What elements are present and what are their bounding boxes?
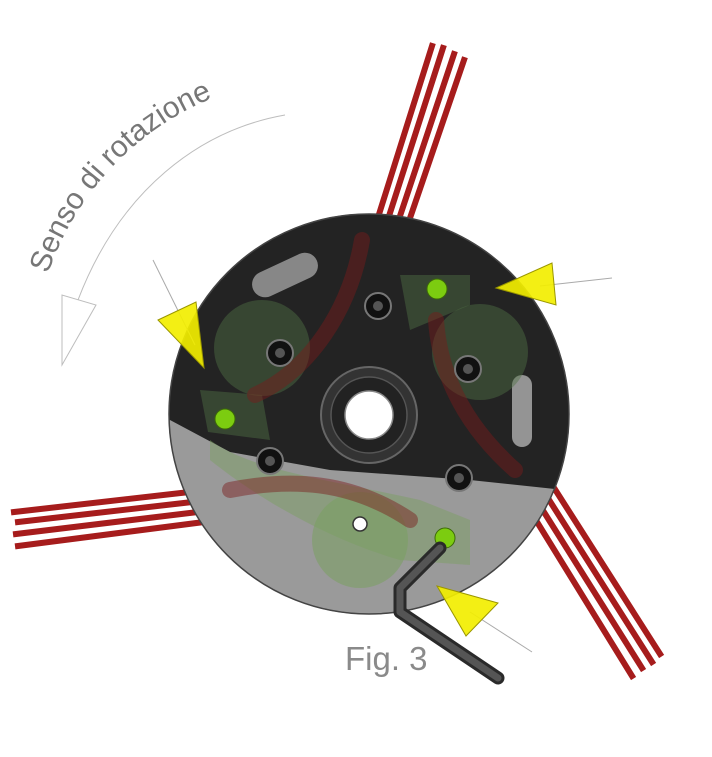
center-hub xyxy=(320,366,418,464)
screw xyxy=(445,464,473,492)
pointer-arrow-icon xyxy=(435,585,533,653)
rotation-direction-label: Senso di rotazione xyxy=(23,74,215,276)
cam-left xyxy=(200,300,310,440)
screw xyxy=(256,447,284,475)
small-hole xyxy=(352,516,368,532)
screw xyxy=(454,355,482,383)
figure-label: Fig. 3 xyxy=(345,640,428,677)
rotation-arrow-icon xyxy=(61,114,286,367)
hex-key-icon xyxy=(393,541,505,685)
pointer-arrow-icon xyxy=(152,259,205,370)
pointer-arrow-icon xyxy=(494,262,613,306)
pin-green xyxy=(426,278,448,300)
screw xyxy=(364,292,392,320)
pin-green xyxy=(214,408,236,430)
screw xyxy=(266,339,294,367)
